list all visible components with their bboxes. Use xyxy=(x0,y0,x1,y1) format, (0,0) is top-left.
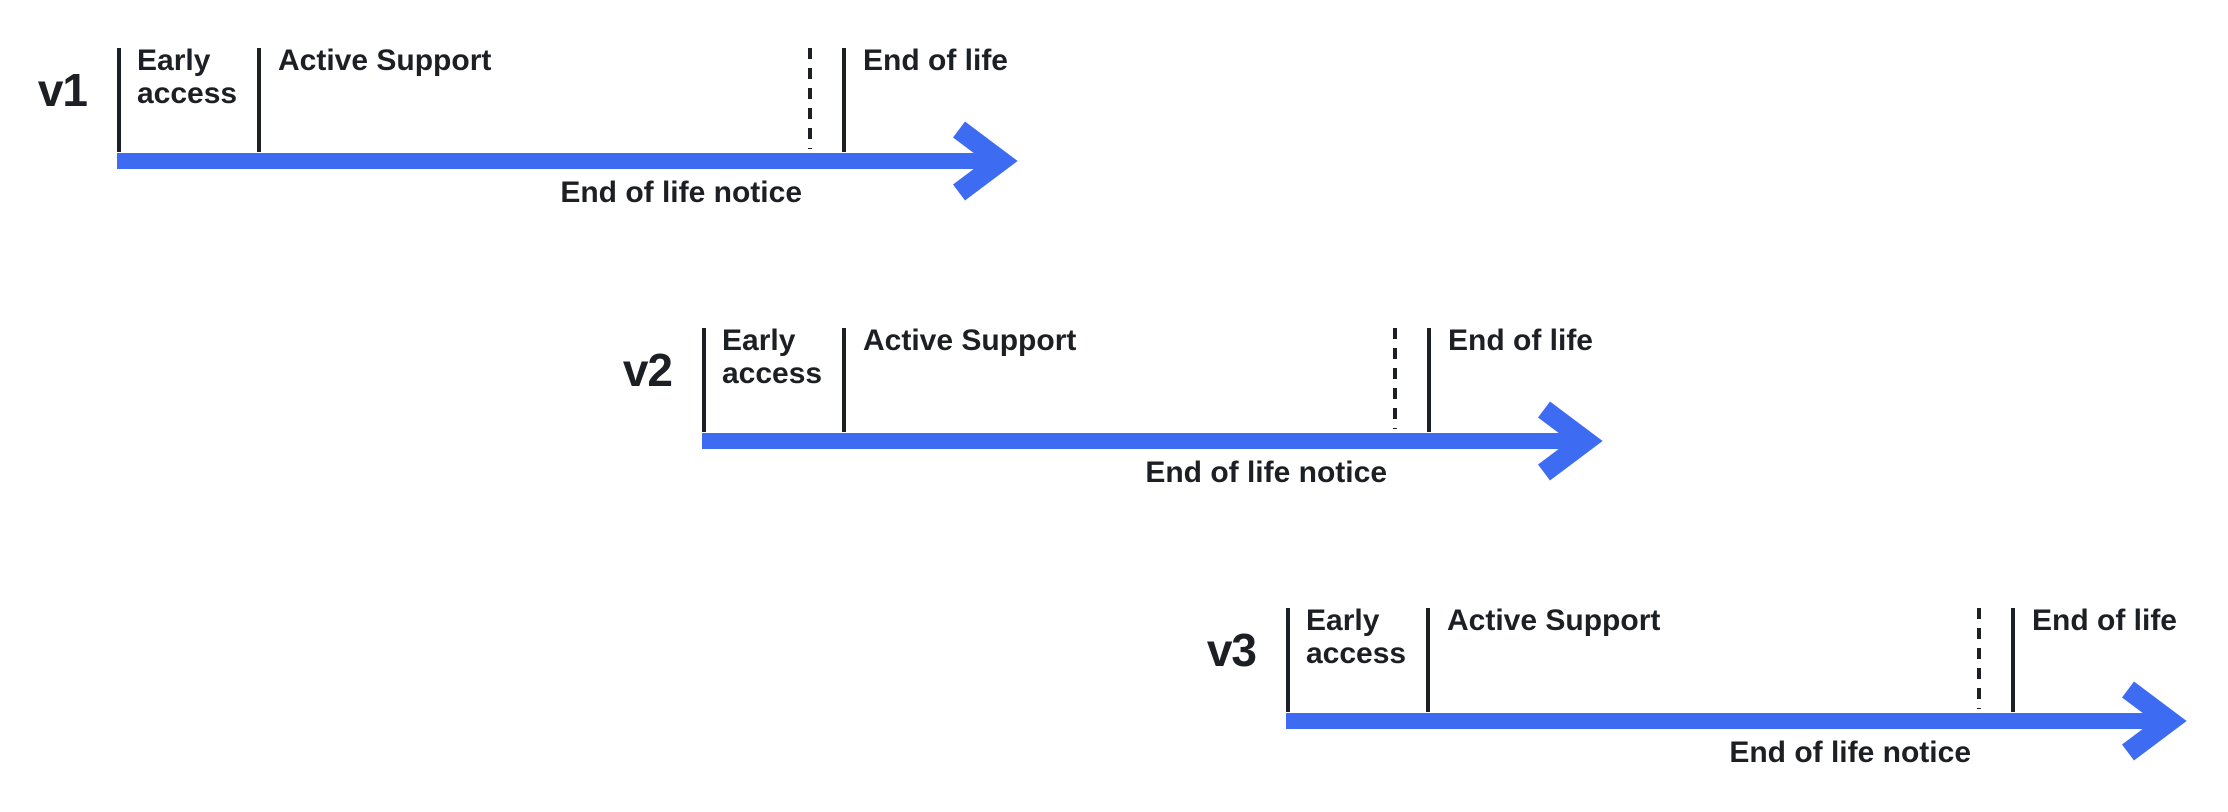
active-support-label: Active Support xyxy=(278,44,492,77)
arrow-head-icon xyxy=(2122,681,2187,761)
end-of-life-notice-label: End of life notice xyxy=(1145,456,1387,489)
arrow-head-icon xyxy=(953,121,1018,201)
arrow-head-icon xyxy=(1538,401,1603,481)
timeline-arrow-bar xyxy=(1286,713,2174,729)
end-of-life-notice-label: End of life notice xyxy=(560,176,802,209)
version-label: v2 xyxy=(622,344,673,396)
timeline-v3: v3 Early access Active Support End of li… xyxy=(1207,604,2228,798)
early-access-start-tick xyxy=(117,48,121,152)
early-access-start-tick xyxy=(1286,608,1290,712)
end-of-life-label: End of life xyxy=(1448,324,1593,357)
timeline-v1: v1 Early access Active Support End of li… xyxy=(38,44,1127,238)
active-support-label: Active Support xyxy=(863,324,1077,357)
end-of-life-notice-label: End of life notice xyxy=(1729,736,1971,769)
early-access-label: Early access xyxy=(722,324,823,390)
active-support-start-tick xyxy=(1426,608,1430,712)
end-of-life-label: End of life xyxy=(863,44,1008,77)
eol-notice-dashed-line xyxy=(808,48,812,149)
version-label: v3 xyxy=(1206,624,1257,676)
timeline-arrow-bar xyxy=(117,153,1005,169)
early-access-label: Early access xyxy=(137,44,238,110)
eol-notice-dashed-line xyxy=(1393,328,1397,429)
active-support-start-tick xyxy=(257,48,261,152)
early-access-start-tick xyxy=(702,328,706,432)
end-of-life-tick xyxy=(1427,328,1431,432)
end-of-life-label: End of life xyxy=(2032,604,2177,637)
active-support-start-tick xyxy=(842,328,846,432)
timeline-v2: v2 Early access Active Support End of li… xyxy=(623,324,1712,518)
version-label: v1 xyxy=(37,64,88,116)
timeline-arrow-bar xyxy=(702,433,1590,449)
active-support-label: Active Support xyxy=(1447,604,1661,637)
end-of-life-tick xyxy=(2011,608,2015,712)
eol-notice-dashed-line xyxy=(1977,608,1981,709)
early-access-label: Early access xyxy=(1306,604,1407,670)
end-of-life-tick xyxy=(842,48,846,152)
